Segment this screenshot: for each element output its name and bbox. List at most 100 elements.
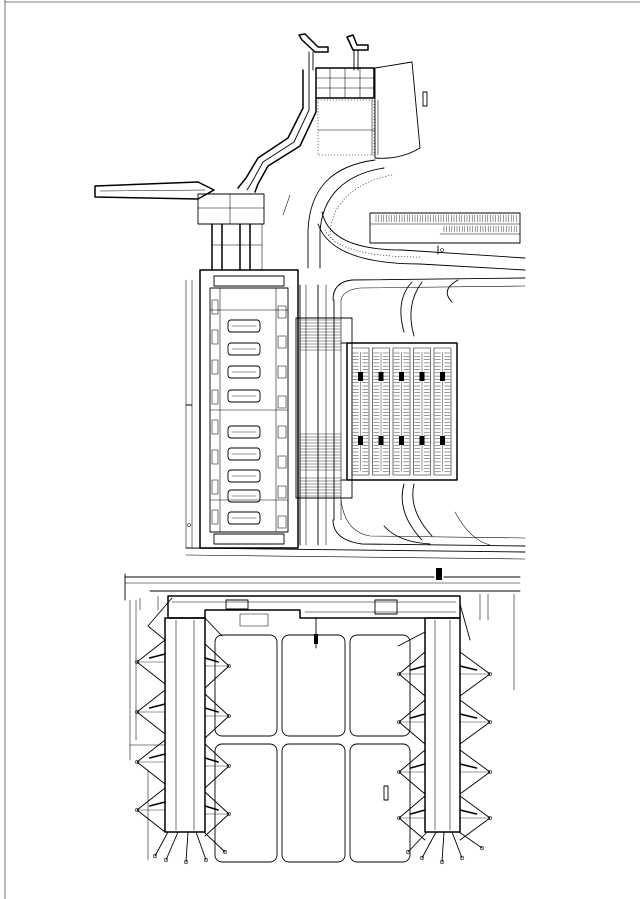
west-bridge-centerline: [99, 189, 206, 192]
parking-ring-roads: [185, 277, 526, 560]
jet-bridge: [409, 763, 426, 769]
north-marker: [422, 91, 428, 107]
terminal-room: [211, 299, 219, 315]
aircraft-nose-marker: [488, 816, 492, 820]
terminal-room: [211, 389, 219, 405]
parking-column: [413, 347, 431, 476]
approach-road-lane: [324, 229, 421, 258]
terminal-room: [211, 479, 219, 495]
parking-ramp: [440, 372, 445, 381]
checkin-island: [227, 489, 261, 503]
apron-block: [214, 743, 278, 863]
jet-bridge: [409, 809, 426, 815]
south-access-road: [124, 568, 521, 861]
south-concourse: [167, 595, 461, 649]
north-forecourt: [317, 99, 375, 156]
west-pier: [147, 597, 223, 833]
jet-bridge-right: [346, 34, 369, 51]
east-pier: [383, 603, 471, 833]
checkin-island: [227, 511, 261, 525]
parking-ramp: [358, 436, 363, 445]
checkin-island: [227, 319, 261, 333]
jet-bridge: [204, 657, 219, 663]
west-pier-connector: [204, 617, 223, 637]
ring-road: [332, 277, 526, 301]
terminal-outline: [199, 269, 299, 549]
ramp-curve: [410, 281, 423, 337]
pier-end-stand: [441, 831, 445, 863]
terminal-room: [277, 305, 287, 319]
checkin-island: [227, 365, 261, 379]
east-pier-connector: [459, 603, 471, 641]
approach-road-edge: [307, 159, 376, 269]
aircraft-nose-marker: [488, 770, 492, 774]
terminal-room: [277, 485, 287, 499]
parking-garage: [346, 342, 458, 481]
aircraft-nose-marker: [227, 764, 231, 768]
ramp-curve: [446, 279, 459, 303]
apron-block: [349, 743, 411, 863]
parking-column: [351, 347, 370, 476]
pier-end-stand: [407, 831, 428, 853]
aircraft-nose-marker: [227, 812, 231, 816]
jet-bridge: [459, 809, 478, 815]
ramp-curve: [400, 281, 413, 333]
jet-bridge: [204, 805, 219, 811]
north-parking-outline: [369, 212, 521, 244]
connector-walkway-inner: [254, 97, 317, 193]
east-pier-connector: [397, 631, 426, 647]
ramp-curve: [412, 483, 433, 537]
canopy-frame: [295, 317, 353, 499]
concourse-bay: [239, 613, 269, 627]
checkin-island: [227, 389, 261, 403]
parking-ramp: [378, 372, 384, 381]
aircraft-nose-marker: [419, 855, 425, 861]
pier-end-stand: [203, 831, 226, 853]
approach-road-lane: [329, 174, 393, 237]
east-pier-outline: [424, 617, 461, 833]
aircraft-nose-marker: [397, 672, 401, 676]
ramp-curve: [383, 525, 431, 545]
terminal-room: [211, 329, 219, 345]
jet-bridge: [204, 707, 219, 713]
aircraft-gates: [135, 639, 492, 865]
checkin-island: [227, 469, 261, 483]
aircraft-nose-marker: [135, 760, 139, 764]
terminal-room: [211, 359, 219, 375]
aircraft-nose-marker: [459, 855, 465, 861]
terminal-room: [211, 509, 219, 525]
apron-block: [214, 634, 278, 737]
connector-walkway-outer: [237, 69, 304, 189]
parking-garage-outline: [346, 342, 458, 481]
aircraft-nose-marker: [152, 853, 158, 859]
aircraft-nose-marker: [439, 859, 445, 865]
terminal-room: [277, 425, 287, 439]
concourse-core: [374, 599, 398, 615]
north-connector: [94, 69, 317, 271]
terminal-room: [277, 395, 287, 409]
jet-bridge: [459, 713, 478, 719]
terminal-front-road: [185, 547, 526, 553]
terminal-room: [211, 419, 219, 435]
pier-end-stand: [458, 831, 483, 849]
aircraft-nose-marker: [203, 857, 209, 863]
apron-block: [281, 743, 346, 863]
aircraft-nose-marker: [183, 859, 189, 865]
pier-end-stand: [154, 831, 169, 857]
terminal-room: [277, 335, 287, 349]
parking-ramp: [440, 436, 445, 445]
aircraft-nose-marker: [135, 808, 139, 812]
aircraft-nose-marker: [488, 672, 492, 676]
north-parking-strip: [369, 212, 521, 244]
approach-road-edge: [319, 167, 385, 269]
west-pier-outline: [164, 617, 206, 833]
link-building: [197, 193, 265, 225]
ring-road: [340, 285, 526, 301]
aircraft-nose-marker: [163, 857, 169, 863]
apron-block: [349, 634, 411, 737]
parking-ramp: [419, 436, 425, 445]
apron-block: [281, 634, 346, 737]
jet-bridge: [148, 653, 166, 659]
